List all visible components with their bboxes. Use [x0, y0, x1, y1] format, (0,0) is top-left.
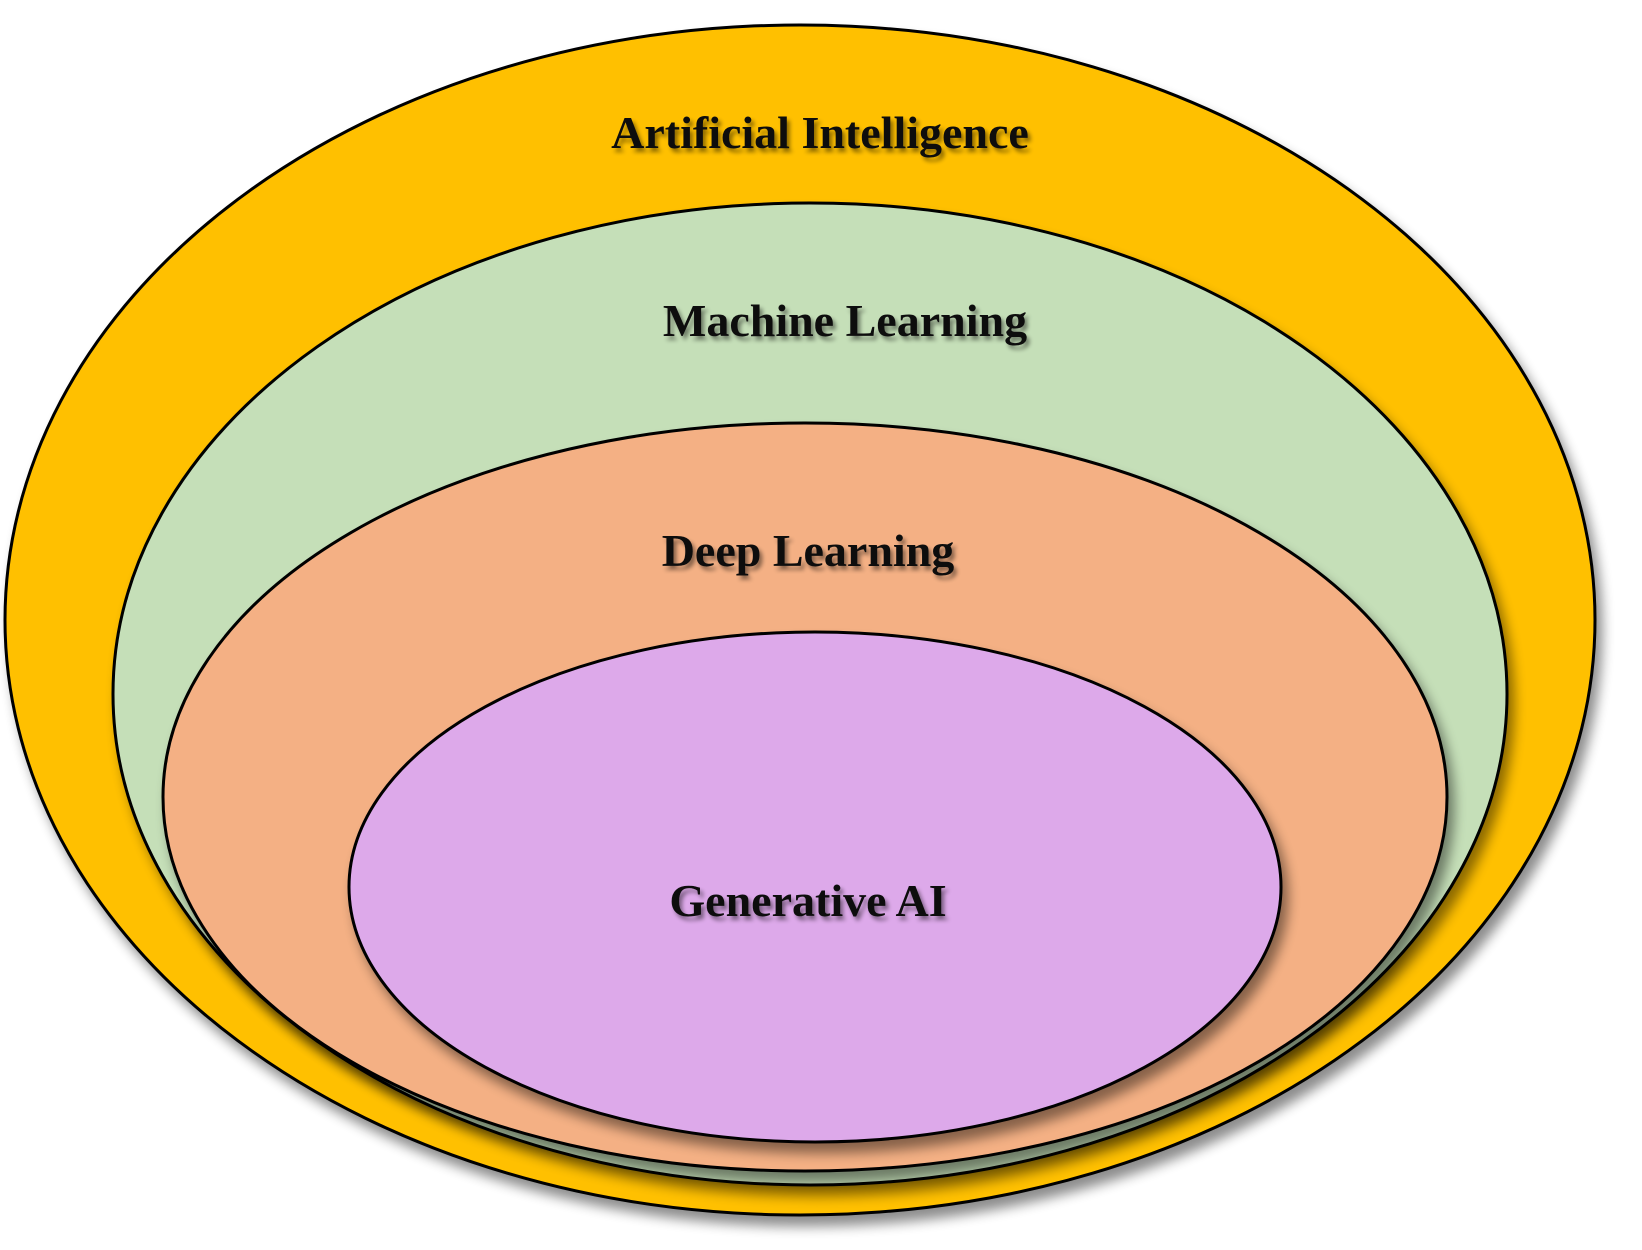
generative-ai-ellipse [347, 630, 1283, 1144]
deep-learning-label: Deep Learning [662, 525, 955, 576]
artificial-intelligence-label: Artificial Intelligence [611, 107, 1029, 158]
generative-ai-label: Generative AI [669, 875, 946, 926]
machine-learning-label: Machine Learning [663, 295, 1027, 346]
